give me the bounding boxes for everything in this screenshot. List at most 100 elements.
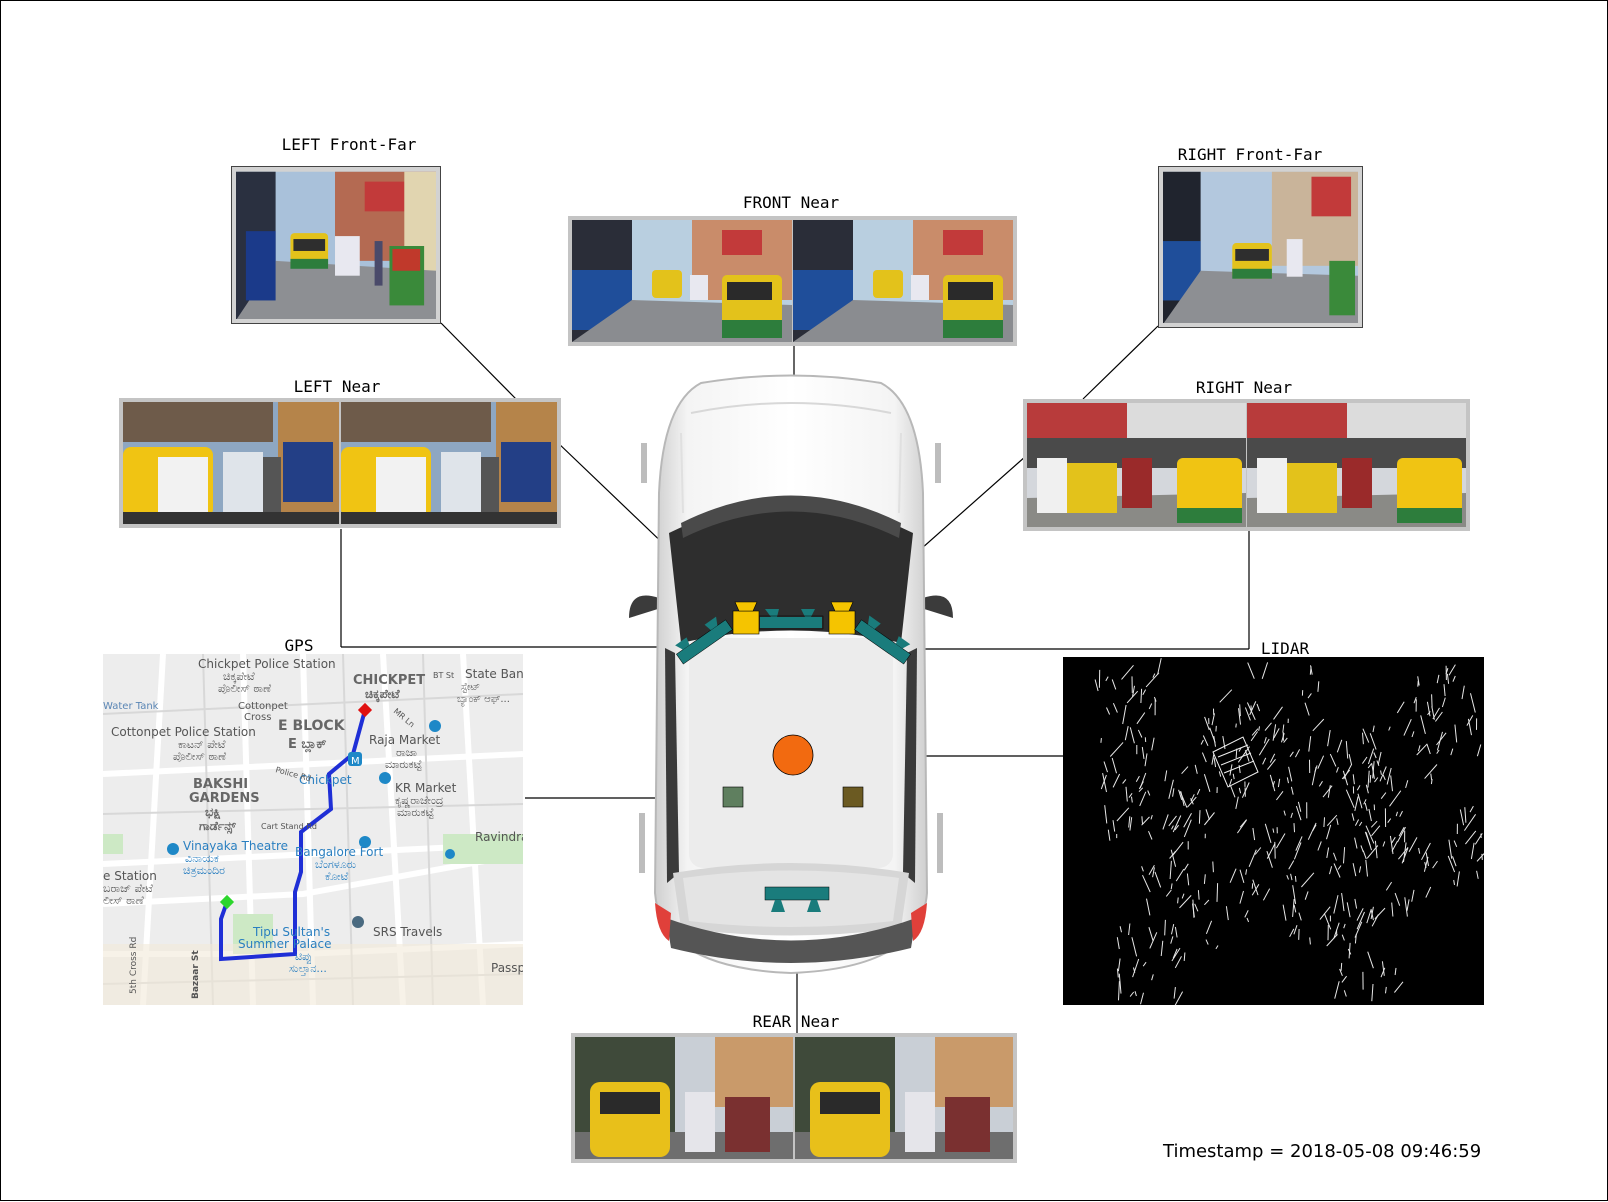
rear-near-label: REAR Near bbox=[753, 1012, 840, 1031]
lidar-stroke bbox=[1141, 993, 1144, 1005]
gps-map-canvas: Chickpet Police Station ಚಿಕ್ಕಪೇಟೆ ಪೊಲೀಸ್… bbox=[103, 654, 523, 1005]
svg-text:Ravindra: Ravindra bbox=[475, 830, 523, 844]
lidar-stroke bbox=[1291, 813, 1293, 818]
lidar-stroke bbox=[1175, 956, 1181, 968]
lidar-stroke bbox=[1127, 691, 1138, 703]
lidar-stroke bbox=[1365, 803, 1367, 811]
lidar-stroke bbox=[1368, 952, 1374, 969]
lidar-stroke bbox=[1248, 663, 1255, 679]
svg-text:Cross: Cross bbox=[244, 712, 271, 723]
svg-text:Cart Stand Rd: Cart Stand Rd bbox=[261, 822, 317, 831]
left-near-image bbox=[119, 398, 561, 528]
svg-text:Vinayaka Theatre: Vinayaka Theatre bbox=[183, 839, 288, 853]
lidar-stroke bbox=[1110, 742, 1123, 756]
lidar-stroke bbox=[1237, 820, 1246, 833]
lidar-stroke bbox=[1369, 809, 1372, 821]
lidar-stroke bbox=[1451, 749, 1453, 756]
lidar-stroke bbox=[1362, 757, 1367, 764]
lidar-stroke bbox=[1206, 921, 1211, 934]
lidar-stroke bbox=[1247, 918, 1249, 922]
lidar-stroke bbox=[1320, 907, 1330, 920]
lidar-stroke bbox=[1132, 937, 1137, 956]
lidar-stroke bbox=[1309, 736, 1311, 751]
lidar-stroke bbox=[1182, 894, 1184, 899]
lidar-stroke bbox=[1107, 708, 1110, 715]
lidar-stroke bbox=[1265, 723, 1272, 731]
lidar-stroke bbox=[1252, 883, 1253, 888]
lidar-stroke bbox=[1392, 841, 1398, 851]
right-far-camera-icon bbox=[829, 602, 855, 634]
lidar-stroke bbox=[1433, 861, 1438, 868]
svg-text:Chickpet Police Station: Chickpet Police Station bbox=[198, 657, 336, 671]
lidar-object bbox=[1213, 737, 1258, 787]
lidar-stroke bbox=[1305, 891, 1308, 899]
lidar-stroke bbox=[1265, 824, 1271, 843]
svg-text:ಚಿತ್ರಮಂದಿರ: ಚಿತ್ರಮಂದಿರ bbox=[183, 864, 225, 877]
lidar-stroke bbox=[1245, 910, 1248, 917]
lidar-stroke bbox=[1123, 705, 1126, 724]
lidar-stroke bbox=[1152, 974, 1154, 980]
svg-text:Cottonpet: Cottonpet bbox=[238, 701, 288, 712]
lidar-stroke bbox=[1246, 869, 1247, 874]
lidar-stroke bbox=[1231, 786, 1236, 798]
lidar-stroke bbox=[1174, 987, 1175, 999]
lidar-stroke bbox=[1195, 765, 1197, 774]
lidar-stroke bbox=[1330, 866, 1332, 874]
lidar-stroke bbox=[1475, 833, 1482, 844]
lidar-stroke bbox=[1398, 847, 1408, 859]
lidar-stroke bbox=[1390, 791, 1401, 807]
front-near-image bbox=[568, 216, 1017, 346]
lidar-stroke bbox=[1477, 745, 1480, 757]
street-scene-image bbox=[1027, 403, 1466, 527]
svg-text:ಮಾರುಕಟ್ಟೆ: ಮಾರುಕಟ್ಟೆ bbox=[397, 806, 434, 819]
svg-text:SRS Travels: SRS Travels bbox=[373, 925, 442, 939]
lidar-stroke bbox=[1334, 895, 1338, 913]
lidar-stroke bbox=[1146, 673, 1159, 687]
lidar-stroke bbox=[1130, 992, 1134, 997]
lidar-stroke bbox=[1426, 887, 1431, 898]
lidar-stroke bbox=[1355, 922, 1362, 938]
lidar-stroke bbox=[1372, 826, 1380, 836]
street-scene-image bbox=[236, 171, 436, 319]
lidar-stroke bbox=[1233, 774, 1234, 779]
lidar-stroke bbox=[1283, 725, 1284, 733]
gps-map[interactable]: Chickpet Police Station ಚಿಕ್ಕಪೇಟೆ ಪೊಲೀಸ್… bbox=[103, 654, 523, 1005]
lidar-stroke bbox=[1400, 811, 1403, 817]
lidar-stroke bbox=[1278, 779, 1279, 787]
svg-text:ಪೊಲೀಸ್ ಠಾಣೆ: ಪೊಲೀಸ್ ಠಾಣೆ bbox=[173, 750, 227, 763]
svg-text:ಪೊಲೀಸ್ ಠಾಣೆ: ಪೊಲೀಸ್ ಠಾಣೆ bbox=[218, 682, 272, 695]
lidar-stroke bbox=[1442, 698, 1445, 707]
right-near-image bbox=[1023, 399, 1470, 531]
svg-text:Water Tank: Water Tank bbox=[103, 701, 159, 712]
lidar-stroke bbox=[1170, 861, 1171, 879]
lidar-stroke bbox=[1143, 690, 1146, 695]
lidar-stroke bbox=[1136, 776, 1139, 782]
lidar-stroke bbox=[1355, 899, 1357, 909]
wire-right-front-far bbox=[1083, 326, 1158, 399]
svg-text:ಗಾರ್ಡೆನ್ಸ್: ಗಾರ್ಡೆನ್ಸ್ bbox=[199, 819, 237, 834]
lidar-stroke bbox=[1263, 889, 1269, 901]
lidar-stroke bbox=[1295, 876, 1296, 882]
lidar-stroke bbox=[1370, 775, 1371, 783]
timestamp: Timestamp = 2018-05-08 09:46:59 bbox=[1163, 1141, 1481, 1162]
lidar-stroke bbox=[1318, 681, 1319, 692]
lidar-stroke bbox=[1344, 990, 1346, 996]
lidar-stroke bbox=[1175, 927, 1177, 937]
lidar-stroke bbox=[1262, 662, 1267, 678]
lidar-view bbox=[1063, 657, 1484, 1005]
lidar-stroke bbox=[1405, 897, 1408, 916]
lidar-label: LIDAR bbox=[1261, 639, 1309, 658]
lidar-stroke bbox=[1149, 927, 1153, 941]
lidar-stroke bbox=[1368, 749, 1373, 764]
lidar-stroke bbox=[1203, 736, 1208, 746]
lidar-stroke bbox=[1291, 787, 1293, 795]
lidar-stroke bbox=[1378, 752, 1381, 764]
front-near-label: FRONT Near bbox=[743, 193, 839, 212]
lidar-point-cloud bbox=[1063, 657, 1484, 1005]
lidar-stroke bbox=[1330, 754, 1336, 766]
sensor-array bbox=[661, 601, 931, 921]
lidar-stroke bbox=[1392, 903, 1393, 917]
lidar-stroke bbox=[1289, 767, 1292, 782]
lidar-stroke bbox=[1449, 840, 1452, 859]
lidar-stroke bbox=[1358, 794, 1362, 809]
